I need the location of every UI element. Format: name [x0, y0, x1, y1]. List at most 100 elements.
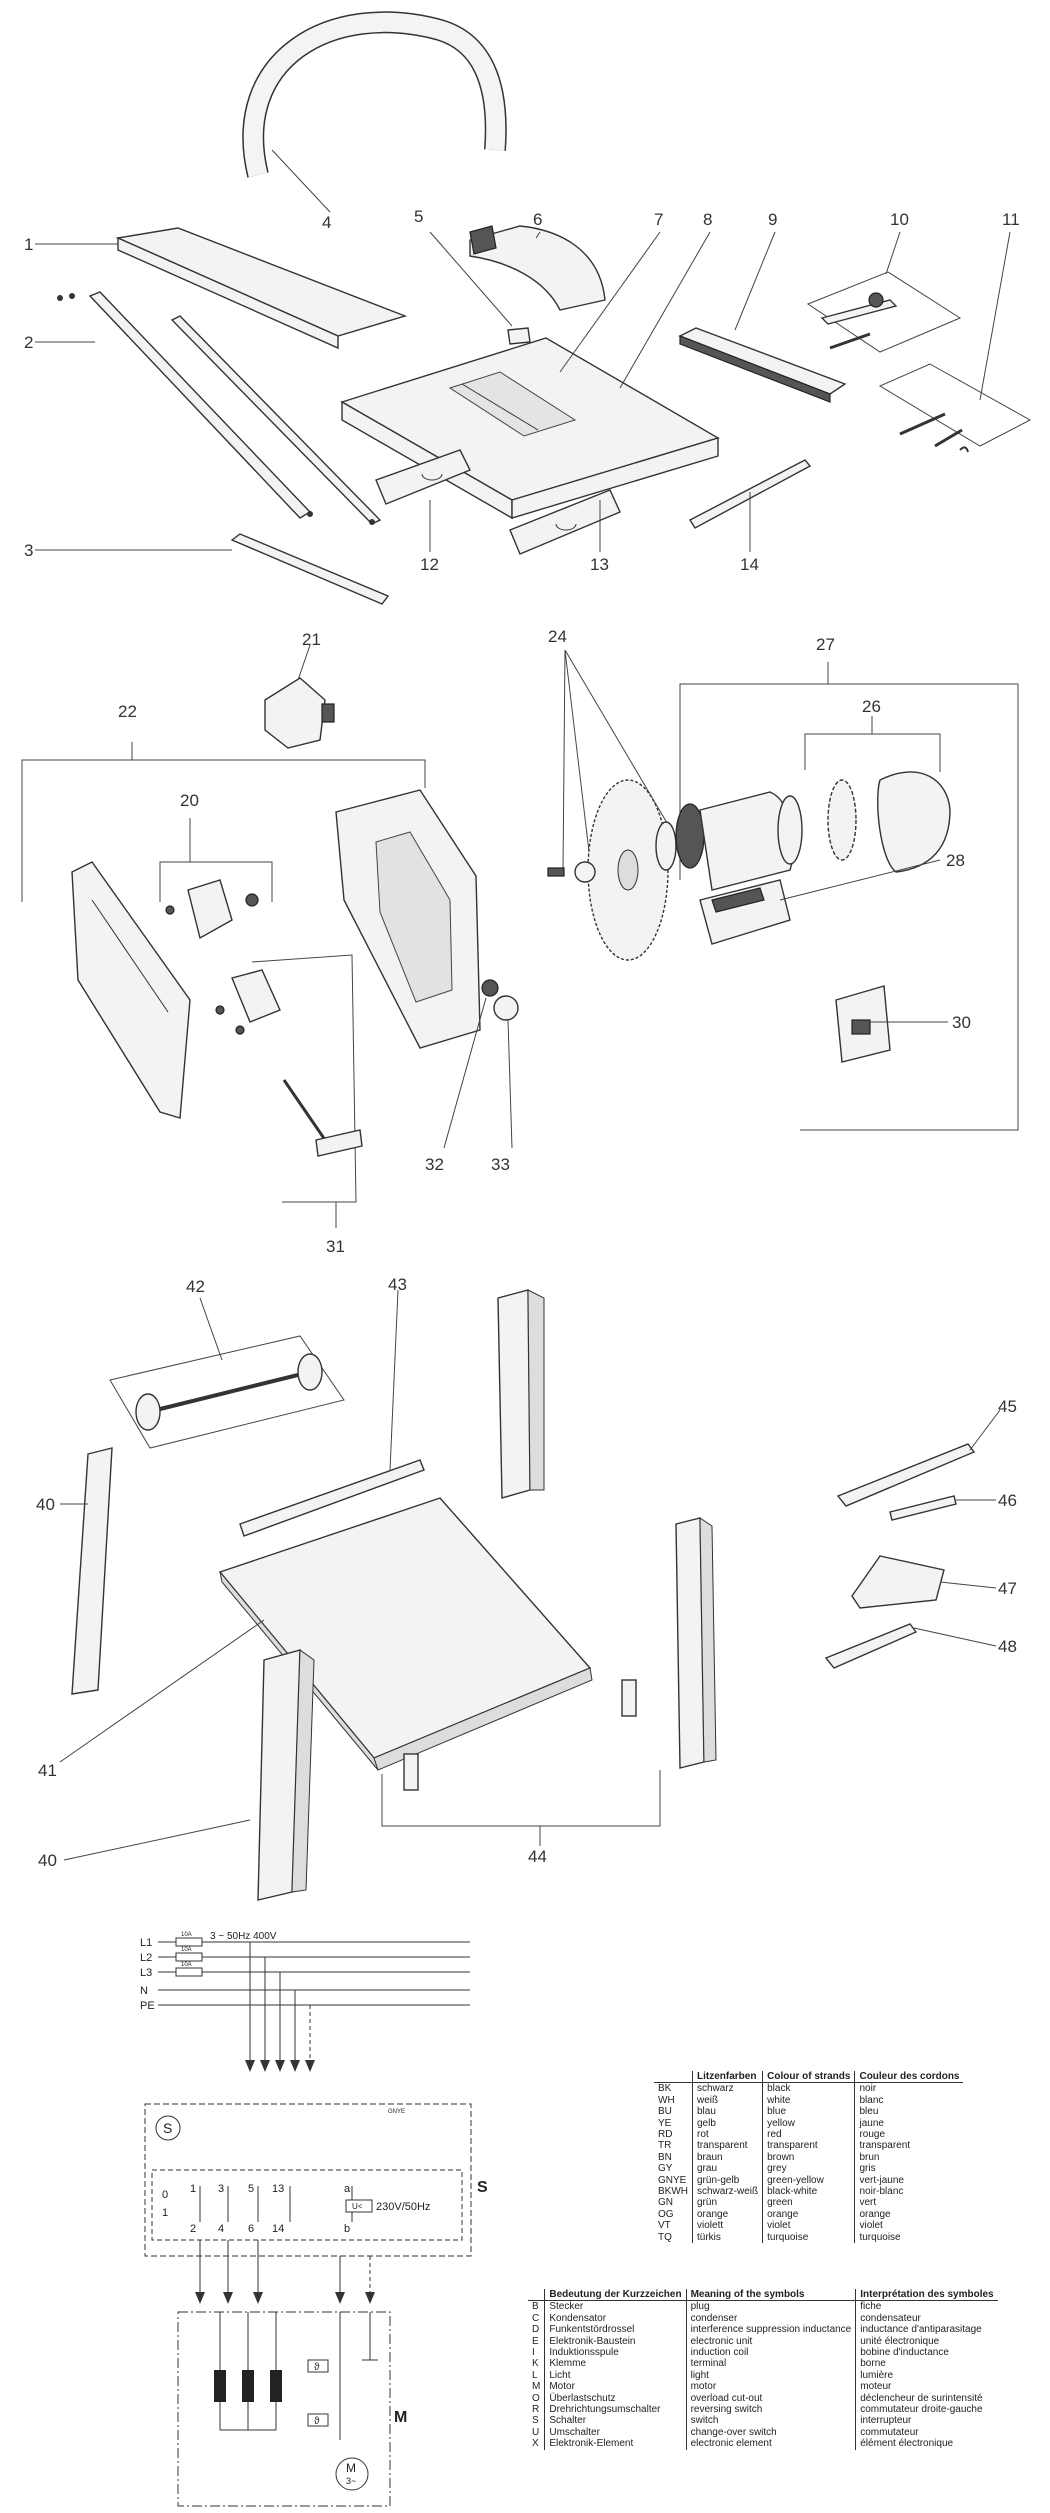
symbol-row-cell: Induktionsspule	[544, 2347, 687, 2359]
tilt-plate	[71, 861, 191, 1119]
symbol-row-cell: inductance d'antiparasitage	[855, 2324, 998, 2336]
symbol-row-cell: electronic unit	[685, 2335, 856, 2348]
symbol-row-cell: U	[532, 2426, 540, 2438]
callout-46: 46	[998, 1491, 1017, 1510]
symbol-row-cell: commutateur droite-gauche	[855, 2404, 998, 2416]
blade-guard	[469, 225, 606, 311]
callout-6: 6	[533, 210, 542, 229]
strand-row-cell: blau	[691, 2106, 763, 2118]
callout-3: 3	[24, 541, 33, 560]
foot-right	[621, 1679, 637, 1717]
callout-11: 11	[1002, 210, 1020, 229]
callout-27: 27	[816, 635, 835, 654]
wrench-small	[889, 1495, 957, 1521]
strand-header-fr: Couleur des cordons	[854, 2071, 964, 2084]
symbol-table-header: Bedeutung der Kurzzeichen Meaning of the…	[528, 2289, 998, 2302]
symbol-row-cell: light	[685, 2369, 856, 2382]
symbol-row-cell: interrupteur	[855, 2415, 998, 2427]
strand-row-cell: red	[762, 2129, 855, 2141]
callout-31: 31	[326, 1237, 345, 1256]
strand-colour-table: Litzenfarben Colour of strands Couleur d…	[654, 2071, 964, 2244]
strand-row-cell: black	[762, 2082, 855, 2095]
strand-row-cell: BK	[658, 2083, 672, 2095]
symbol-row-cell: Elektronik-Baustein	[544, 2335, 687, 2348]
contact-2: 2	[190, 2223, 196, 2235]
strand-row-cell: TR	[658, 2140, 672, 2152]
callout-33: 33	[491, 1155, 510, 1174]
strand-row-cell: orange	[762, 2208, 855, 2221]
symbol-row-cell: condenser	[685, 2312, 856, 2325]
strand-row-cell: OG	[658, 2208, 674, 2220]
motor-phase-label: 3~	[346, 2476, 356, 2486]
callout-26: 26	[862, 697, 881, 716]
dust-hose	[242, 11, 507, 178]
symbol-row-cell: D	[532, 2324, 540, 2336]
cross-bar-top	[239, 1459, 425, 1537]
switch-symbol: S	[163, 2120, 172, 2136]
strand-row-cell: orange	[854, 2208, 964, 2221]
symbol-row-cell: Motor	[544, 2381, 687, 2393]
symbol-row-cell: Elektronik-Element	[544, 2438, 687, 2450]
symbol-row-cell: change-over switch	[685, 2426, 856, 2439]
callout-13: 13	[590, 555, 609, 574]
strand-row-cell: turquoise	[762, 2231, 855, 2244]
strand-row-cell: TQ	[658, 2231, 672, 2243]
callout-24: 24	[548, 627, 567, 646]
symbol-row-cell: switch	[685, 2415, 856, 2427]
strand-row-cell: transparent	[691, 2140, 763, 2152]
strand-row-cell: GN	[658, 2197, 673, 2209]
adjustment-knob	[165, 879, 259, 940]
motor-end-cap	[264, 677, 335, 749]
strand-row-cell: violet	[762, 2220, 855, 2232]
callout-30: 30	[952, 1013, 971, 1032]
strand-row-cell: brown	[762, 2151, 855, 2164]
height-knob	[493, 995, 519, 1021]
symbol-row-cell: motor	[685, 2381, 856, 2393]
stand-leg-left	[71, 1447, 113, 1695]
line-l2-label: L2	[140, 1952, 152, 1964]
contact-6: 6	[248, 2223, 254, 2235]
symbol-row-cell: bobine d'inductance	[855, 2347, 998, 2359]
symbol-header-en: Meaning of the symbols	[685, 2289, 856, 2302]
symbol-row-cell: S	[532, 2415, 539, 2427]
strand-row-cell: brun	[854, 2151, 964, 2164]
push-stick	[836, 1443, 976, 1507]
coil-voltage-label: 230V/50Hz	[376, 2201, 430, 2213]
callout-41: 41	[38, 1761, 57, 1780]
fence-clamp	[806, 271, 962, 353]
symbol-row-cell: L	[532, 2369, 538, 2381]
strand-header-code	[654, 2071, 693, 2084]
symbol-row-cell: Umschalter	[544, 2426, 687, 2439]
symbol-row-cell: Drehrichtungsumschalter	[544, 2404, 687, 2416]
strand-row-cell: white	[762, 2094, 855, 2107]
callout-12: 12	[420, 555, 439, 574]
motor-symbol: M	[346, 2461, 356, 2475]
callout-2: 2	[24, 333, 33, 352]
stand-leg-front	[257, 1649, 315, 1901]
contact-13: 13	[272, 2183, 284, 2195]
symbol-row-cell: B	[532, 2301, 539, 2313]
strand-row-cell: schwarz	[691, 2082, 763, 2095]
dust-adapter	[851, 1555, 945, 1609]
saw-table	[340, 337, 720, 520]
contact-0-left: 0	[162, 2189, 168, 2201]
symbol-row-cell: Stecker	[544, 2300, 687, 2313]
side-rail	[230, 533, 390, 605]
motor-carriage	[335, 789, 481, 1049]
strand-row-cell: blanc	[854, 2094, 964, 2107]
symbol-row-cell: Kondensator	[544, 2312, 687, 2325]
symbol-row-cell: induction coil	[685, 2347, 856, 2359]
callout-14: 14	[740, 555, 759, 574]
